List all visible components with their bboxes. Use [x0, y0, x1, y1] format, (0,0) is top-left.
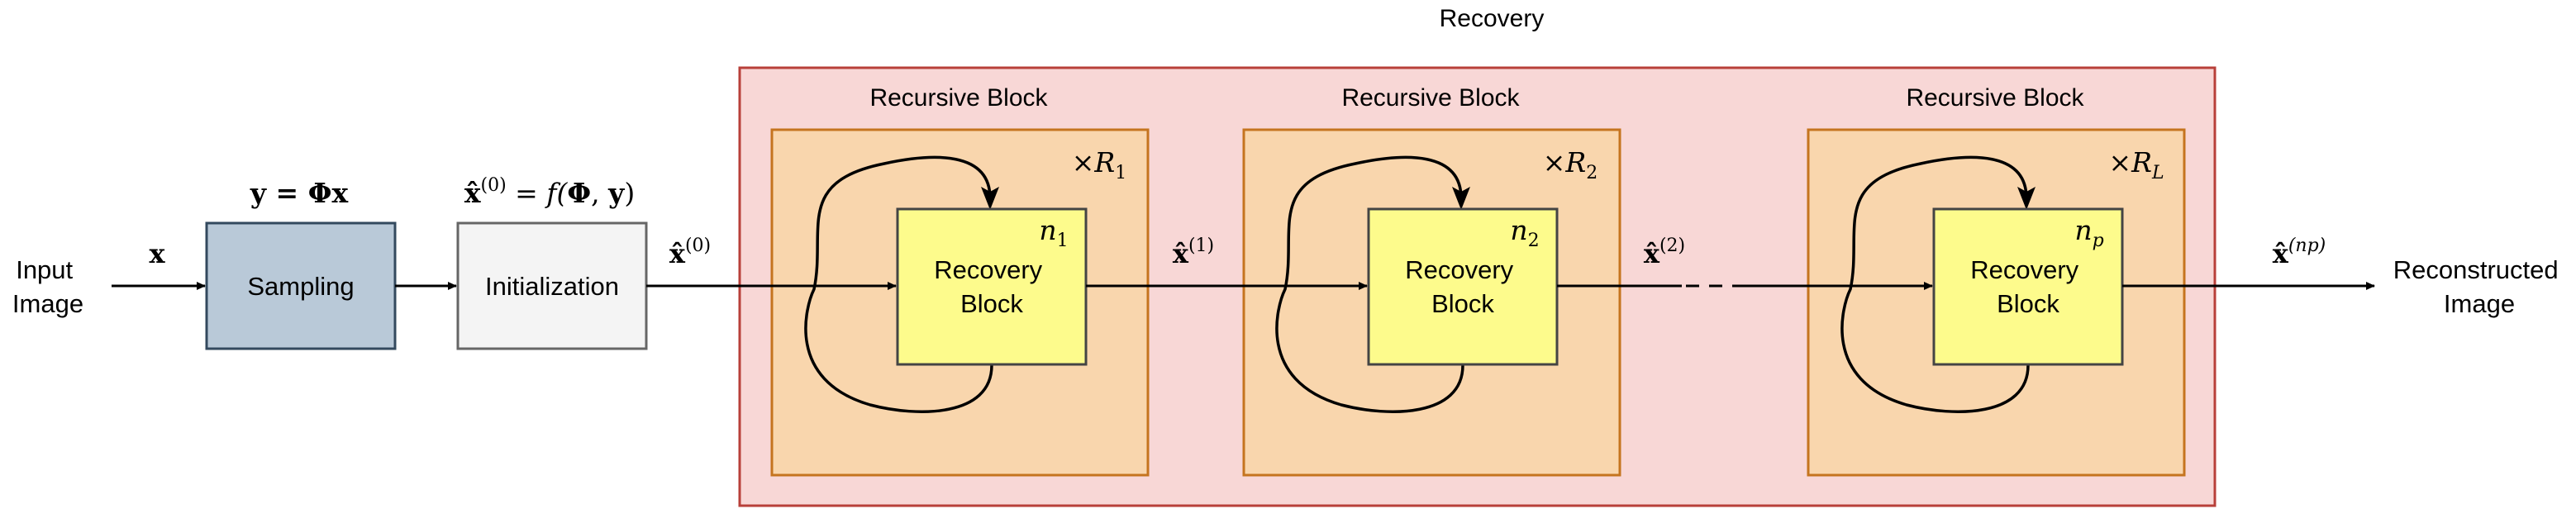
recursive-block-title: Recursive Block	[1906, 84, 2084, 112]
initialization-equation: x̂(0) = f(Φ, y)	[464, 175, 635, 209]
recovery-block-L	[1932, 207, 2124, 366]
repeat-count: ×RL	[2108, 146, 2164, 183]
recovery-block-label: Recovery Block	[1970, 255, 2086, 318]
signal-xnp-label: x̂(np)	[2273, 235, 2326, 269]
iteration-count: n1	[1039, 214, 1068, 251]
repeat-count: ×R1	[1072, 146, 1127, 183]
recursive-block-title: Recursive Block	[869, 84, 1048, 112]
output-label: Reconstructed Image	[2393, 255, 2566, 318]
sampling-equation: y = Φx	[250, 177, 349, 209]
initialization-block	[456, 221, 648, 350]
initialization-label: Initialization	[485, 272, 619, 301]
input-label: Input Image	[12, 255, 83, 318]
sampling-label: Sampling	[247, 272, 354, 301]
feedback-loop	[1275, 155, 1470, 413]
recovery-block-label: Recovery Block	[1405, 255, 1521, 318]
recursive-block-2: Recursive Block ×R2 Recovery Block n2	[1242, 84, 1621, 477]
recovery-block-2	[1367, 207, 1559, 366]
recovery-block-label: Recovery Block	[934, 255, 1050, 318]
iteration-count: n2	[1510, 214, 1539, 251]
iteration-count: np	[2074, 214, 2103, 251]
signal-x0-label: x̂(0)	[669, 235, 711, 269]
recursive-block-1: Recursive Block ×R1 Recovery Block n1	[770, 84, 1150, 477]
sampling-block	[205, 221, 397, 350]
repeat-count: ×R2	[1543, 146, 1598, 183]
signal-x2-label: x̂(2)	[1644, 235, 1685, 269]
signal-x-label: x	[149, 238, 165, 269]
recursive-block-L: Recursive Block ×RL Recovery Block np	[1807, 84, 2186, 477]
recursive-block-title: Recursive Block	[1341, 84, 1520, 112]
recovery-block-1	[896, 207, 1088, 366]
feedback-loop	[804, 155, 999, 413]
feedback-loop	[1840, 155, 2036, 413]
signal-x1-label: x̂(1)	[1173, 235, 1214, 269]
recovery-title: Recovery	[1440, 5, 1545, 32]
